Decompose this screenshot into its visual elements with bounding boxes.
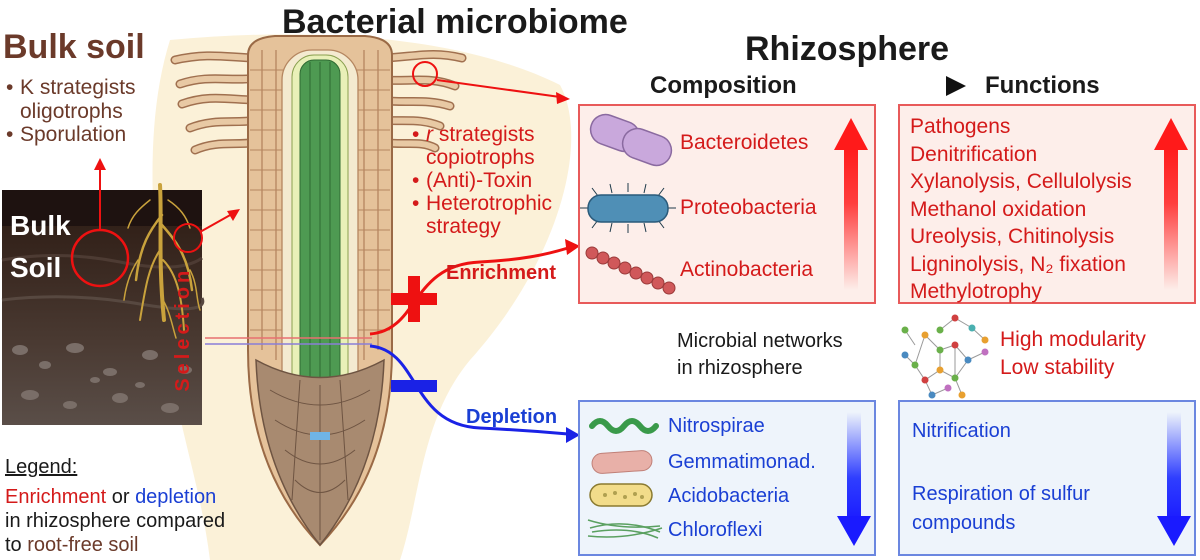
- enrichment-curve: [369, 246, 569, 336]
- enriched-taxon: Actinobacteria: [680, 258, 814, 281]
- plus-sign-icon: [391, 276, 437, 322]
- enriched-taxon: Bacteroidetes: [680, 131, 809, 154]
- soil-block-image: [1, 183, 205, 425]
- cortex-cell-lines: [250, 69, 390, 331]
- minus-sign-icon: [391, 380, 437, 392]
- composition-label: Composition: [650, 72, 797, 99]
- soil-image-label-2: Soil: [10, 252, 62, 283]
- soil-image-label-1: Bulk: [10, 210, 71, 241]
- depleted-function: compounds: [912, 512, 1016, 534]
- bulk-soil-title: Bulk soil: [3, 28, 145, 66]
- legend-depletion-word: depletion: [135, 486, 217, 508]
- enriched-function: Denitrification: [910, 142, 1038, 166]
- root-illustration: [247, 35, 393, 547]
- enriched-functions-list: Pathogens Denitrification Xylanolysis, C…: [910, 113, 1132, 306]
- depleted-taxon: Chloroflexi: [668, 519, 763, 541]
- legend-line1: Enrichment or depletion: [5, 486, 216, 508]
- enriched-function: Xylanolysis, Cellulolysis: [910, 170, 1132, 193]
- legend-title: Legend:: [5, 456, 78, 478]
- legend-root-free-soil: root-free soil: [27, 534, 139, 556]
- enriched-function: Pathogens: [910, 115, 1011, 138]
- legend-to-word: to: [5, 534, 28, 556]
- enrichment-label: Enrichment: [446, 262, 557, 284]
- legend-or-word: or: [106, 486, 136, 508]
- networks-label-line2: in rhizosphere: [677, 357, 803, 379]
- depletion-curve: [369, 344, 569, 436]
- depleted-function: Nitrification: [912, 420, 1011, 442]
- enriched-function: Ligninolysis, N₂ fixation: [910, 252, 1126, 276]
- depletion-label: Depletion: [466, 406, 558, 428]
- network-nodes: [901, 314, 989, 399]
- networks-label-line1: Microbial networks: [677, 330, 843, 352]
- network-property-stability: Low stability: [1000, 356, 1115, 379]
- rhizosphere-title: Rhizosphere: [745, 30, 950, 68]
- legend-line3: to root-free soil: [5, 534, 138, 556]
- depleted-taxon: Nitrospirae: [668, 415, 765, 437]
- functions-label: Functions: [985, 72, 1100, 99]
- selection-label: Selection: [171, 266, 194, 392]
- legend-enrichment-word: Enrichment: [5, 486, 107, 508]
- enriched-function: Methylotrophy: [910, 280, 1042, 303]
- enriched-taxon: Proteobacteria: [680, 196, 817, 219]
- enriched-function: Methanol oxidation: [910, 197, 1087, 221]
- depleted-functions-panel: [898, 400, 1196, 556]
- bulk-soil-trait: Sporulation: [6, 123, 136, 147]
- enriched-function: Ureolysis, Chitinolysis: [910, 225, 1115, 248]
- depleted-taxon: Acidobacteria: [668, 485, 790, 507]
- page-title: Bacterial microbiome: [282, 3, 628, 41]
- depleted-taxon: Gemmatimonad.: [668, 451, 816, 473]
- depleted-function: Respiration of sulfur: [912, 483, 1090, 505]
- root-trait: (Anti)-Toxin: [412, 169, 552, 192]
- network-property-modularity: High modularity: [1000, 328, 1146, 351]
- legend-line2: in rhizosphere compared: [5, 510, 226, 532]
- enriched-functions-panel: [898, 104, 1196, 304]
